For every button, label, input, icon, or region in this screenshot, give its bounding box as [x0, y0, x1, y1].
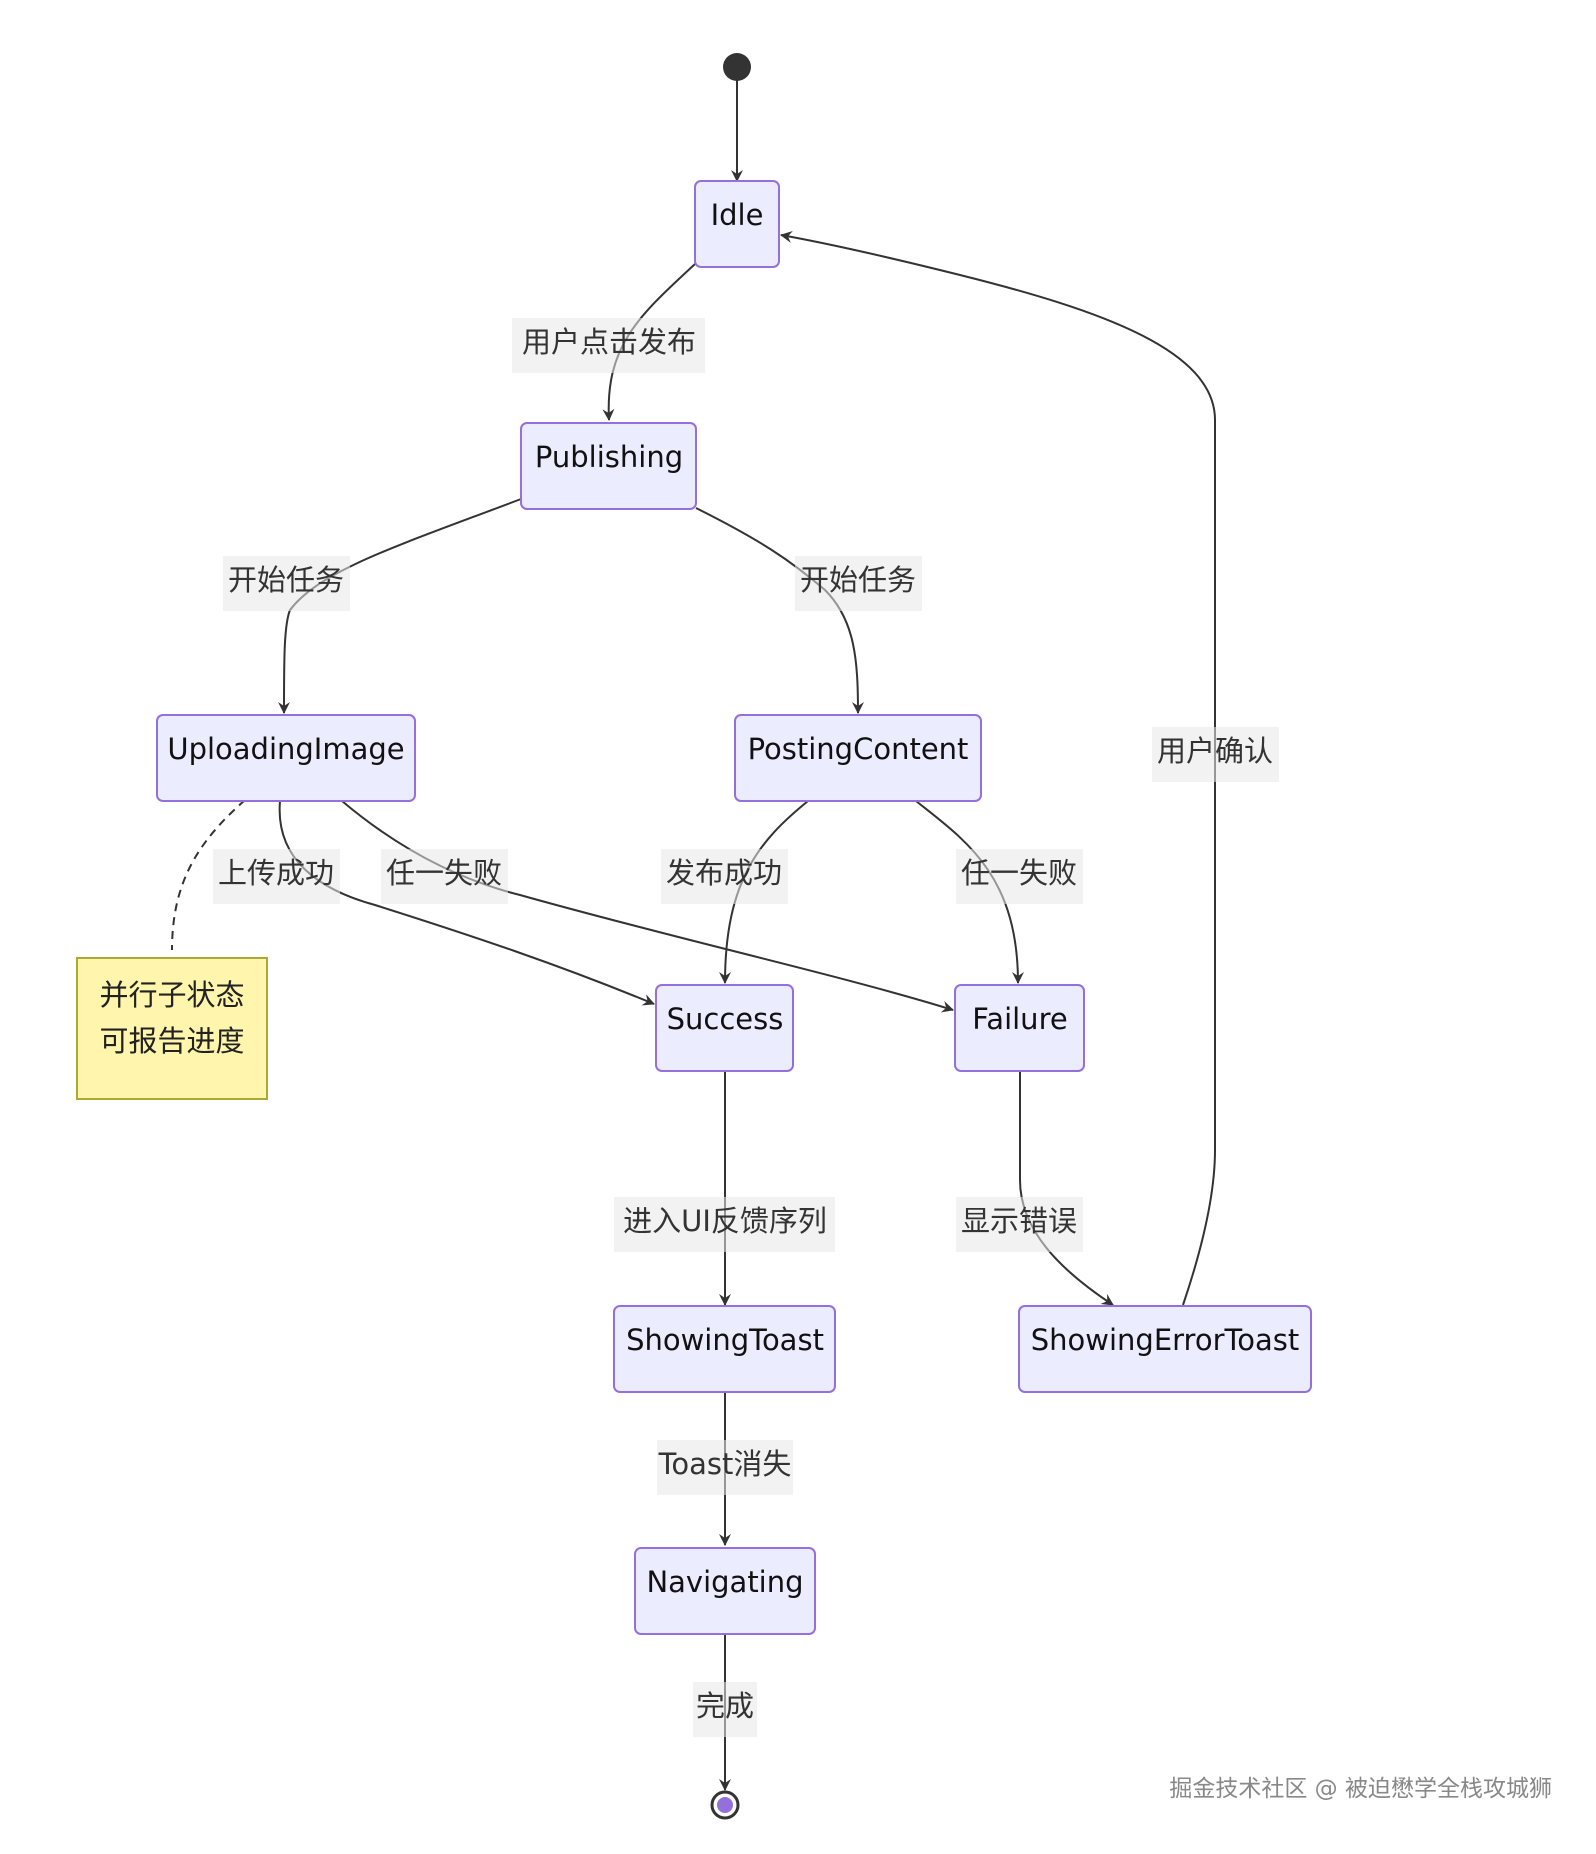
label-publishing-to-posting: 开始任务	[795, 556, 922, 611]
label-posting-to-failure: 任一失败	[956, 849, 1083, 904]
state-navigating-label: Navigating	[646, 1565, 803, 1599]
label-toast-to-navigating: Toast消失	[657, 1440, 793, 1495]
state-failure-label: Failure	[972, 1002, 1067, 1036]
note-parallel-substates: 并行子状态 可报告进度	[76, 957, 268, 1100]
label-failure-to-error-toast-text: 显示错误	[961, 1204, 1077, 1238]
label-success-to-toast: 进入UI反馈序列	[614, 1197, 835, 1252]
label-toast-to-navigating-text: Toast消失	[658, 1447, 792, 1481]
start-node	[723, 53, 751, 81]
state-idle: Idle	[694, 180, 780, 268]
state-publishing: Publishing	[520, 422, 697, 510]
edge-uploading-to-failure	[341, 800, 954, 1013]
state-success-label: Success	[667, 1002, 784, 1036]
watermark: 掘金技术社区 @ 被迫懋学全栈攻城狮	[1169, 1776, 1552, 1802]
label-uploading-to-failure: 任一失败	[381, 849, 508, 904]
label-navigating-to-end-text: 完成	[696, 1689, 754, 1723]
label-failure-to-error-toast: 显示错误	[956, 1197, 1083, 1252]
label-posting-to-failure-text: 任一失败	[961, 856, 1077, 890]
state-idle-label: Idle	[711, 198, 764, 232]
label-idle-to-publishing-text: 用户点击发布	[522, 325, 696, 359]
label-idle-to-publishing: 用户点击发布	[512, 318, 705, 373]
note-line-2: 可报告进度	[99, 1024, 244, 1058]
state-failure: Failure	[954, 984, 1085, 1072]
state-posting-content: PostingContent	[734, 714, 982, 802]
edge-failure-to-error-toast	[1019, 1071, 1114, 1306]
label-posting-to-success: 发布成功	[661, 849, 788, 904]
label-publishing-to-posting-text: 开始任务	[800, 563, 916, 597]
label-success-to-toast-text: 进入UI反馈序列	[623, 1204, 827, 1238]
edge-error-toast-to-idle	[780, 231, 1216, 1306]
end-node	[710, 1790, 740, 1820]
state-publishing-label: Publishing	[535, 440, 683, 474]
label-uploading-to-success: 上传成功	[213, 849, 340, 904]
label-error-toast-to-idle-text: 用户确认	[1157, 734, 1273, 768]
state-posting-content-label: PostingContent	[748, 732, 969, 766]
label-posting-to-success-text: 发布成功	[666, 856, 782, 890]
label-publishing-to-uploading: 开始任务	[223, 556, 350, 611]
state-uploading-image: UploadingImage	[156, 714, 416, 802]
state-showing-error-toast: ShowingErrorToast	[1018, 1305, 1312, 1393]
label-error-toast-to-idle: 用户确认	[1152, 727, 1279, 782]
state-showing-toast-label: ShowingToast	[626, 1323, 824, 1357]
label-uploading-to-failure-text: 任一失败	[386, 856, 502, 890]
label-publishing-to-uploading-text: 开始任务	[228, 563, 344, 597]
note-line-1: 并行子状态	[99, 978, 244, 1012]
state-showing-toast: ShowingToast	[613, 1305, 836, 1393]
edge-note-link	[171, 799, 246, 951]
state-showing-error-toast-label: ShowingErrorToast	[1031, 1323, 1300, 1357]
state-navigating: Navigating	[634, 1547, 816, 1635]
label-navigating-to-end: 完成	[693, 1682, 757, 1737]
label-uploading-to-success-text: 上传成功	[218, 856, 334, 890]
state-uploading-image-label: UploadingImage	[167, 732, 404, 766]
state-success: Success	[655, 984, 794, 1072]
